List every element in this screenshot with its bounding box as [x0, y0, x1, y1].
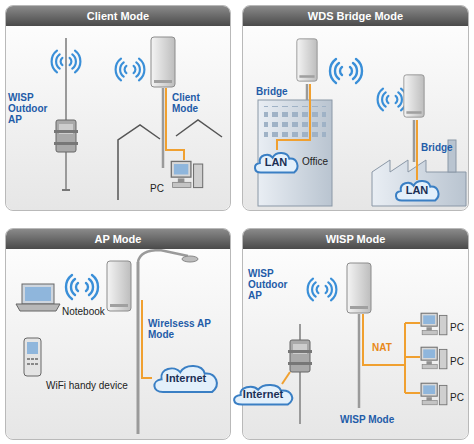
- mode-panel: WDS Bridge ModeLAN LAN: [242, 5, 469, 211]
- network-cloud: LAN: [393, 178, 442, 202]
- device-label: WISP Outdoor AP: [248, 268, 300, 301]
- device-label: Client Mode: [172, 92, 228, 114]
- cloud-label: LAN: [265, 156, 288, 168]
- device-label: Notebook: [62, 306, 122, 317]
- device-label: PC: [450, 392, 468, 403]
- device-label: WISP Outdoor AP: [8, 92, 62, 125]
- device-label: WiFi handy device: [46, 380, 136, 391]
- device-label: Wirelsess AP Mode: [148, 318, 220, 340]
- device-label: PC: [150, 183, 168, 194]
- panel-title: Client Mode: [6, 6, 230, 26]
- device-label: WISP Mode: [340, 414, 420, 425]
- cloud-label: LAN: [406, 184, 429, 196]
- network-cloud: Internet: [150, 362, 222, 394]
- device-label: Office: [302, 156, 332, 167]
- network-cloud: LAN: [252, 150, 301, 174]
- network-cloud: Internet: [230, 382, 297, 406]
- device-label: PC: [450, 356, 468, 367]
- mode-panel: WISP ModeInternet: [242, 228, 469, 440]
- device-label: PC: [450, 322, 468, 333]
- panel-title: WISP Mode: [243, 229, 468, 249]
- device-label: NAT: [372, 342, 398, 353]
- mode-panel: AP ModeInternet: [5, 228, 231, 440]
- cloud-label: Internet: [166, 372, 206, 384]
- panel-title: WDS Bridge Mode: [243, 6, 468, 26]
- device-label: Bridge: [256, 86, 302, 97]
- cloud-label: Internet: [243, 388, 283, 400]
- panel-title: AP Mode: [6, 229, 230, 249]
- device-label: Bridge: [421, 142, 465, 153]
